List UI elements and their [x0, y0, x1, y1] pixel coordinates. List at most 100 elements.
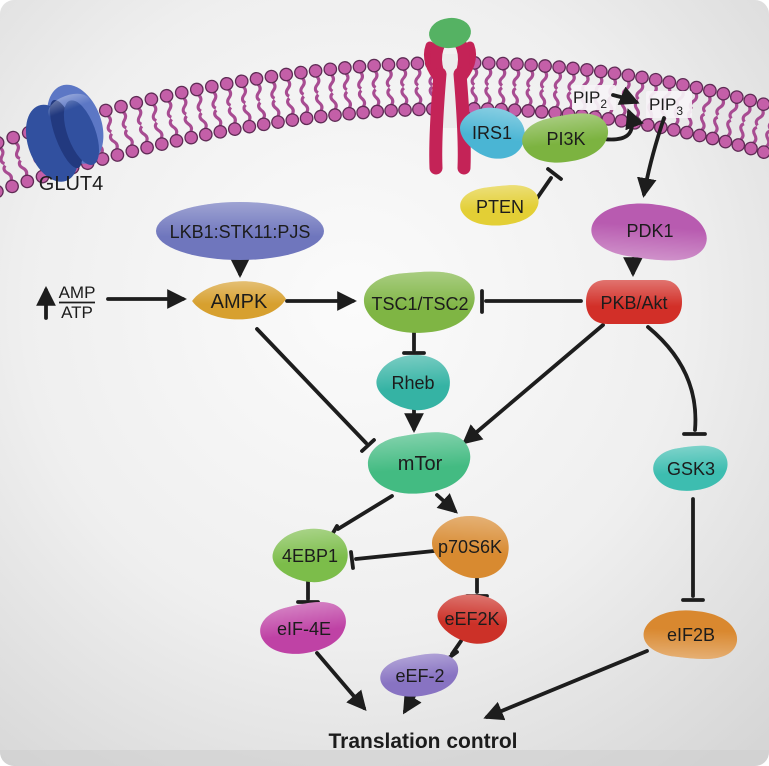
amp-atp-ratio: AMP ATP	[59, 283, 96, 322]
edge-pip2-to-pip3	[611, 86, 640, 105]
pip2-sub: 2	[600, 97, 607, 111]
edge-pkb-activates-mtor	[461, 323, 605, 445]
lipid	[661, 75, 677, 106]
pip2-base: PIP	[573, 88, 600, 107]
lipid	[204, 79, 220, 111]
lipid	[705, 115, 722, 146]
node-label: IRS1	[472, 123, 512, 143]
node-label: eIF2B	[667, 625, 715, 645]
lipid	[182, 114, 199, 145]
edge-pkb-inhibits-gsk3	[646, 325, 707, 436]
node-4ebp1: 4EBP1	[270, 525, 351, 587]
edge-p70s6k-inhibits-4ebp1	[349, 549, 436, 570]
lipid	[753, 97, 769, 128]
lipid	[114, 99, 131, 131]
lipid	[174, 85, 190, 117]
lipid	[0, 135, 9, 166]
pip2-plate	[572, 85, 616, 110]
ratio-denominator: ATP	[61, 303, 93, 322]
lipid	[674, 77, 690, 109]
node-eif2b: eIF2B	[642, 608, 739, 661]
lipid	[634, 70, 649, 102]
translation-control-caption: Translation control	[328, 730, 517, 753]
lipid	[234, 74, 250, 105]
edge-mtor-activates-p70s6k	[435, 493, 458, 514]
node-eef2k: eEF2K	[435, 592, 509, 646]
lipid	[168, 117, 184, 148]
lipid	[566, 61, 580, 93]
node-eef2: eEF-2	[377, 650, 461, 701]
lipid	[367, 58, 381, 90]
pip3-sub: 3	[676, 104, 683, 118]
node-label: 4EBP1	[282, 546, 338, 566]
node-label: PDK1	[626, 221, 673, 241]
lipid	[744, 125, 761, 156]
lipid	[264, 69, 279, 101]
lipid	[323, 62, 338, 93]
lipid	[159, 88, 176, 120]
lipid	[129, 95, 146, 127]
lipid	[580, 63, 594, 94]
glut4-gloss	[47, 93, 91, 121]
lipid	[688, 80, 704, 112]
glut4-label: GLUT4	[39, 173, 103, 195]
pip2-label: PIP2	[573, 88, 607, 111]
node-pten: PTEN	[459, 183, 540, 228]
lipid	[212, 108, 228, 139]
lipid	[740, 93, 758, 124]
node-label: mTor	[398, 453, 443, 475]
node-label: p70S6K	[438, 537, 502, 557]
lipid	[412, 85, 426, 117]
edge-pkb-inhibits-tsc	[480, 289, 583, 314]
node-eif4e: eIF-4E	[257, 598, 350, 659]
lipid	[144, 92, 161, 123]
svg-text:PIP3: PIP3	[649, 95, 683, 118]
lipid	[496, 56, 510, 88]
node-label: Rheb	[391, 373, 434, 393]
lipid	[607, 66, 622, 97]
lipid	[153, 120, 169, 151]
edge-ampk-inhibits-mtor	[255, 327, 376, 453]
lipid	[294, 65, 308, 97]
lipid	[370, 87, 385, 119]
lipid	[227, 105, 242, 136]
lipid	[108, 131, 125, 162]
lipid	[219, 76, 235, 108]
lipid	[396, 57, 410, 88]
lipid	[718, 118, 735, 149]
node-label: LKB1:STK11:PJS	[170, 222, 311, 242]
lipid	[279, 67, 294, 99]
node-gsk3: GSK3	[652, 444, 729, 493]
bottom-shade	[0, 750, 769, 766]
lipid	[342, 90, 356, 121]
lipid	[756, 128, 769, 159]
lipid	[398, 86, 412, 117]
glut4-transporter	[25, 84, 104, 182]
pip3-plate	[646, 91, 692, 118]
lipid	[410, 56, 425, 88]
lipid	[338, 61, 352, 92]
lipid	[308, 64, 323, 95]
lipid	[98, 103, 116, 134]
lipid	[524, 58, 538, 89]
lipid	[727, 90, 744, 121]
lipid	[521, 87, 536, 118]
lipid	[731, 121, 748, 152]
lipid	[197, 111, 213, 142]
lipid	[534, 88, 549, 119]
lipid	[552, 60, 566, 91]
node-rheb: Rheb	[374, 352, 452, 414]
lipid	[648, 72, 663, 104]
node-label: PI3K	[546, 129, 585, 149]
node-label: PTEN	[476, 197, 524, 217]
lipid	[601, 95, 616, 126]
lipid	[593, 64, 608, 96]
node-label: PKB/Akt	[600, 293, 667, 313]
lipid	[679, 109, 696, 140]
pip3-label: PIP3	[649, 95, 683, 118]
lipid	[621, 68, 636, 99]
edge-eif2b-to-translation	[483, 649, 649, 721]
lipid	[701, 83, 717, 115]
lipid	[692, 111, 709, 143]
